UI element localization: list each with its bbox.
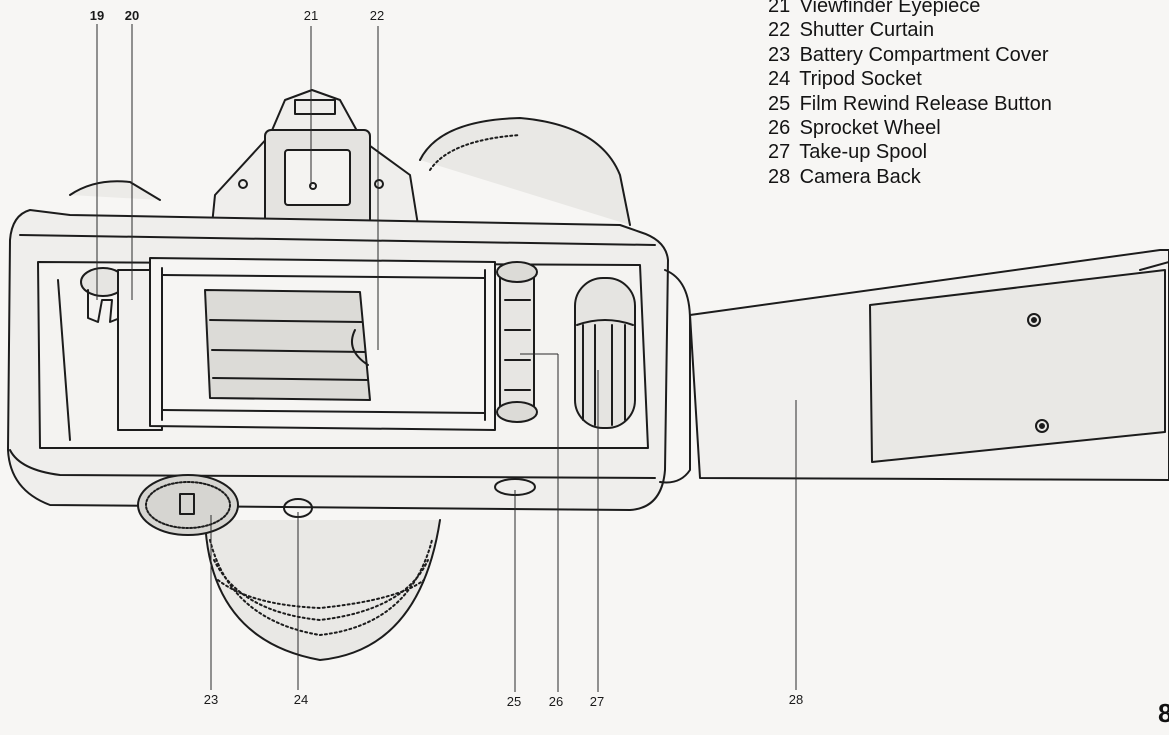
legend-item: 22 Shutter Curtain <box>768 18 1052 42</box>
legend-item: 21 Viewfinder Eyepiece <box>768 0 1052 18</box>
legend-label: Tripod Socket <box>799 68 922 91</box>
page-number: 8 <box>1158 698 1169 728</box>
legend-label: Battery Compartment Cover <box>799 43 1049 66</box>
screw-left <box>238 179 248 189</box>
leader-lines <box>96 24 797 692</box>
lens-grip <box>419 117 631 226</box>
legend-number: 27 <box>768 141 791 164</box>
callout-26: 26 <box>548 694 564 709</box>
camera-back-door <box>689 249 1169 481</box>
callout-23: 23 <box>203 692 219 707</box>
legend-label: Shutter Curtain <box>799 19 935 42</box>
callout-24: 24 <box>293 692 309 707</box>
legend-item: 27 Take-up Spool <box>768 140 1052 164</box>
legend-number: 26 <box>768 117 791 140</box>
lens-barrel <box>204 519 441 661</box>
legend-item: 23 Battery Compartment Cover <box>768 43 1052 67</box>
legend-item: 25 Film Rewind Release Button <box>768 92 1052 116</box>
callout-21: 21 <box>303 8 319 23</box>
hinge <box>659 269 691 484</box>
legend-item: 24 Tripod Socket <box>768 67 1052 91</box>
legend-number: 24 <box>768 68 791 91</box>
legend-label: Film Rewind Release Button <box>799 92 1052 115</box>
callout-20: 20 <box>124 8 140 23</box>
legend-item: 26 Sprocket Wheel <box>768 116 1052 140</box>
screw-right <box>374 179 384 189</box>
callout-25: 25 <box>506 694 522 709</box>
legend-number: 22 <box>768 19 791 42</box>
battery-cover <box>137 474 239 536</box>
callout-19: 19 <box>89 8 105 23</box>
legend-label: Sprocket Wheel <box>799 117 941 140</box>
callout-28: 28 <box>788 692 804 707</box>
legend-number: 21 <box>768 0 791 17</box>
callout-22: 22 <box>369 8 385 23</box>
legend-label: Camera Back <box>799 165 921 188</box>
viewfinder-eyepiece <box>264 129 371 231</box>
legend-number: 23 <box>768 43 791 66</box>
callout-27: 27 <box>589 694 605 709</box>
legend-number: 28 <box>768 165 791 188</box>
sprocket-wheel <box>496 261 538 423</box>
shutter-curtain <box>204 289 371 401</box>
legend-label: Viewfinder Eyepiece <box>799 0 981 17</box>
legend-number: 25 <box>768 92 791 115</box>
parts-legend: 21 Viewfinder Eyepiece 22 Shutter Curtai… <box>768 0 1052 189</box>
left-grip <box>69 180 161 201</box>
take-up-spool <box>574 277 636 429</box>
legend-label: Take-up Spool <box>799 141 928 164</box>
legend-item: 28 Camera Back <box>768 165 1052 189</box>
